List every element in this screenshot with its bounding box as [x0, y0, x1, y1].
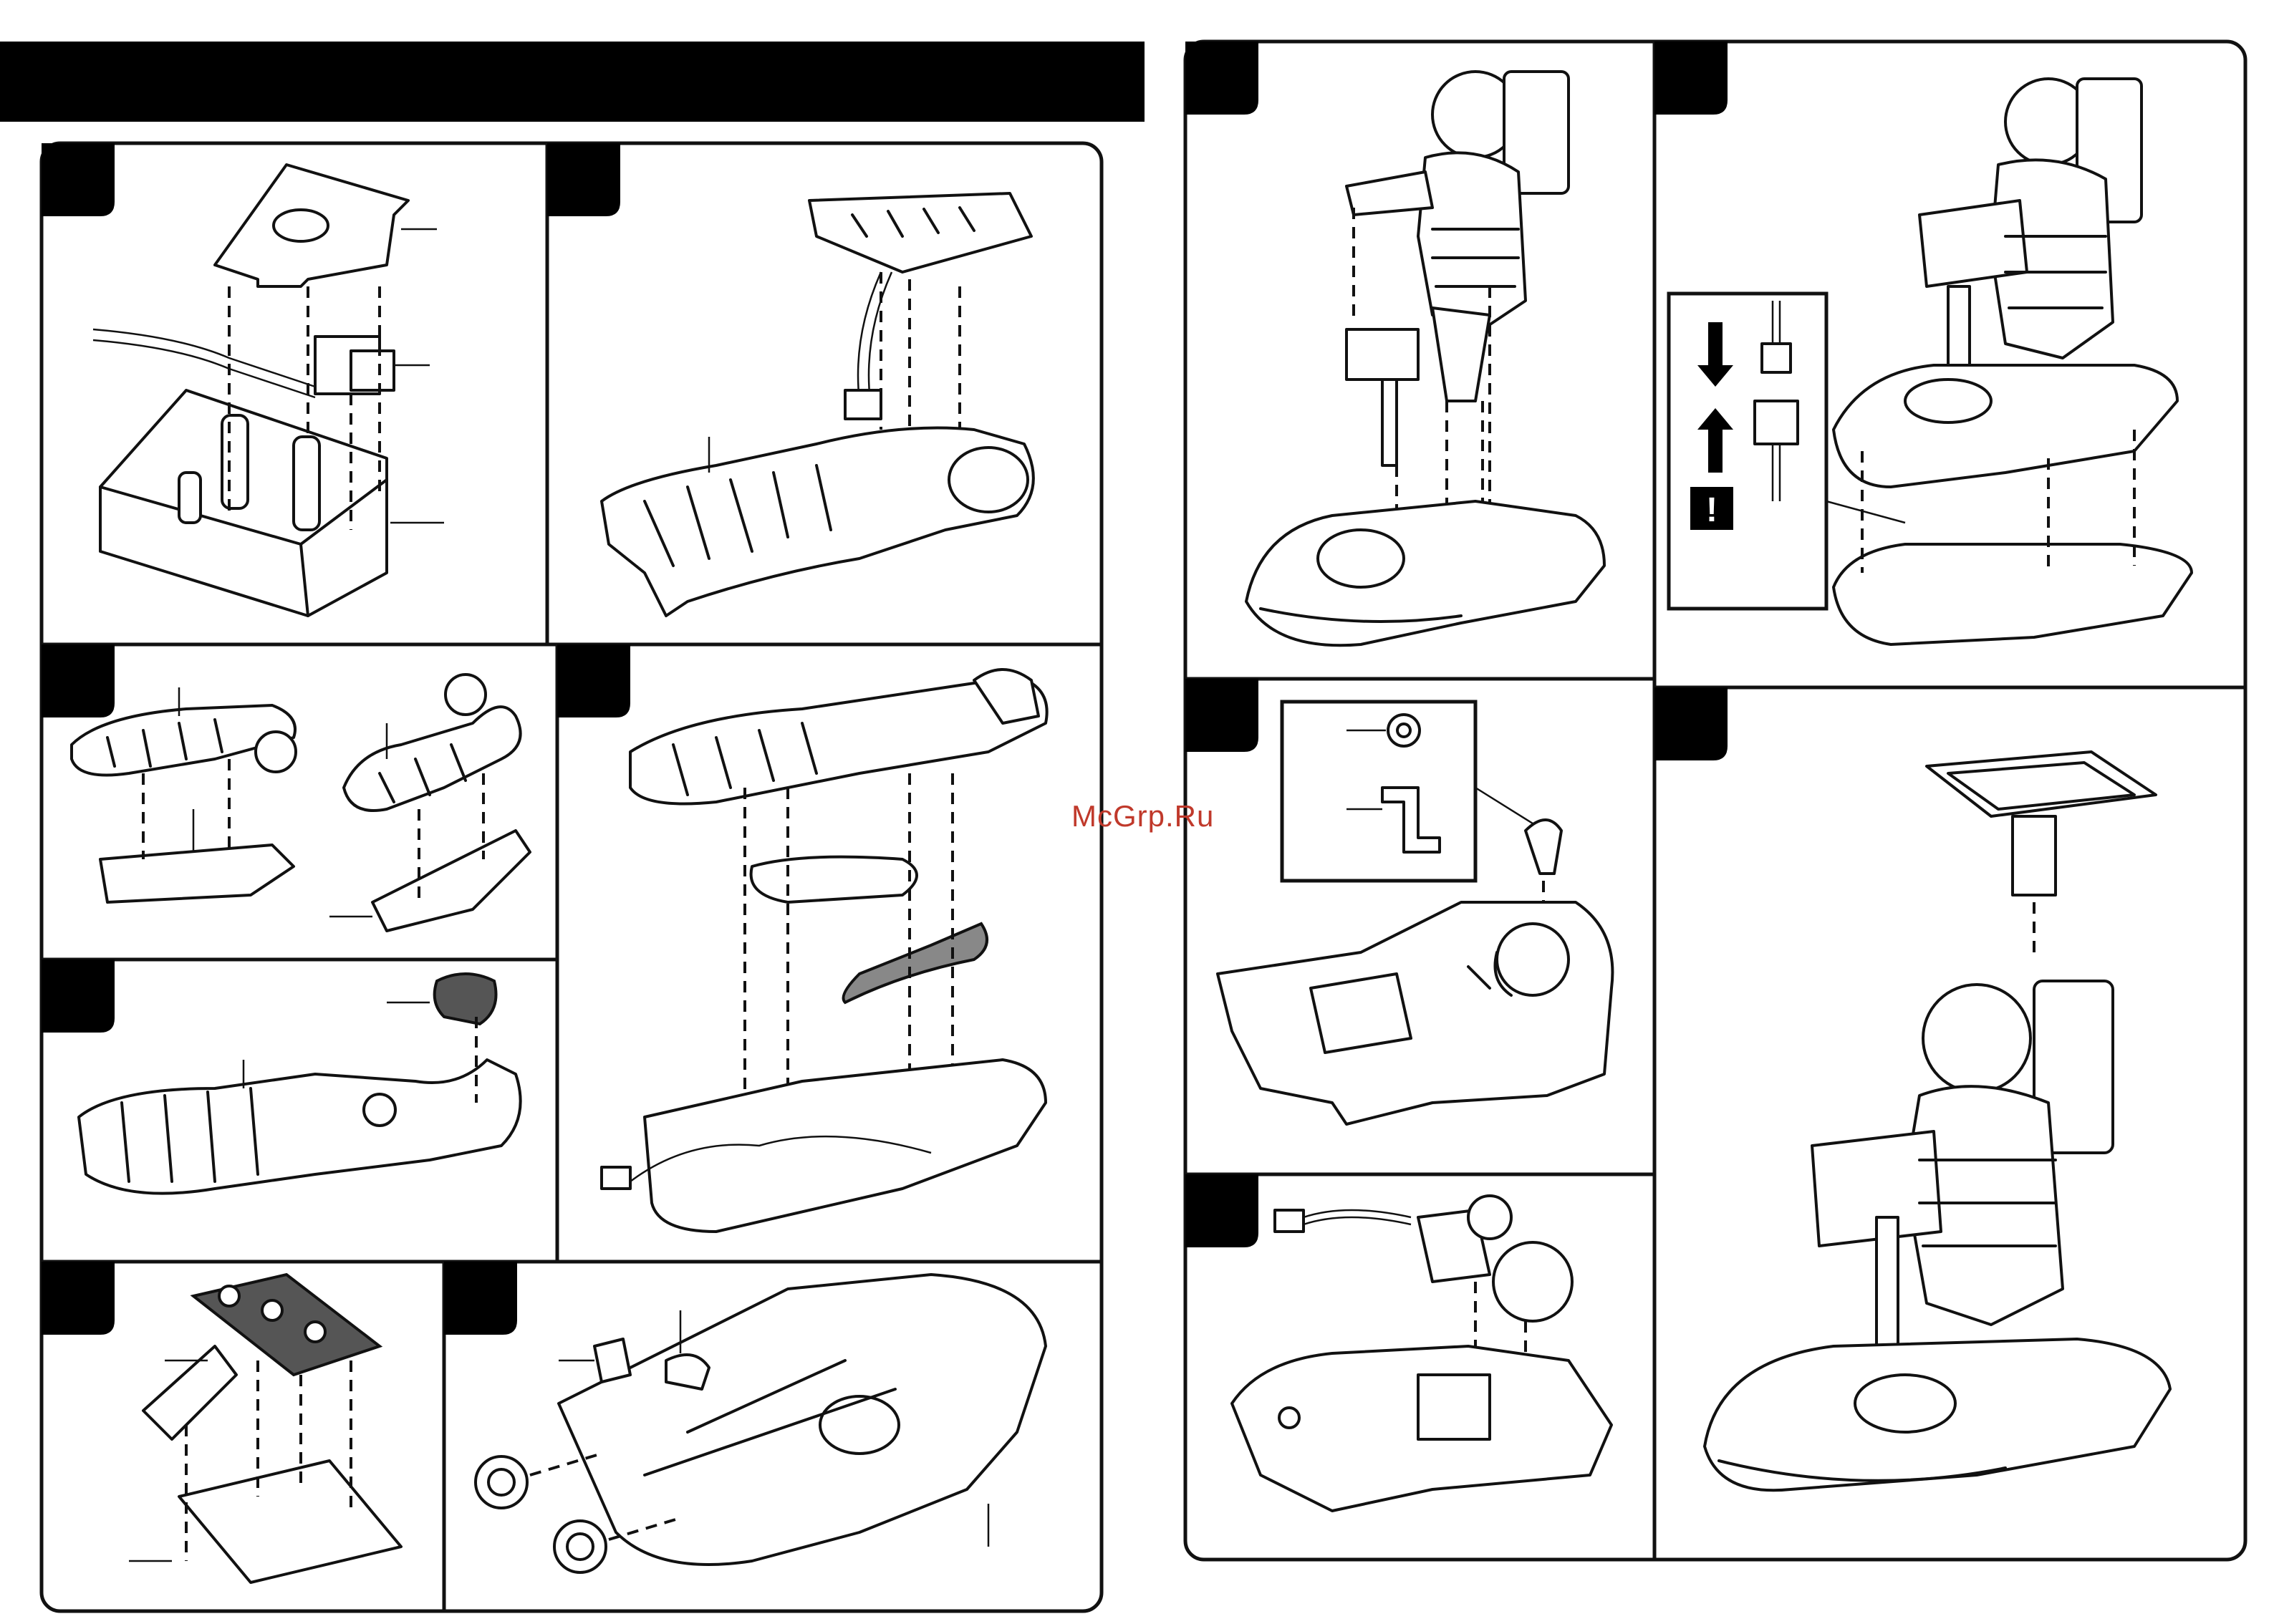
arrow-up-icon	[1697, 408, 1733, 473]
step-4-body-legs	[602, 670, 1047, 1232]
arrow-down-icon	[1697, 322, 1733, 387]
step-3-arms	[72, 675, 530, 931]
step-8-astronaut-base	[1246, 72, 1604, 645]
step-11-motor-wheel	[1232, 1196, 1611, 1511]
step-6-bracket	[129, 1275, 401, 1582]
connector-inset	[1669, 294, 1826, 609]
watermark-text: McGrp.Ru	[1071, 799, 1214, 833]
step-5-helmet	[79, 974, 521, 1194]
step-7-base-wheels	[476, 1275, 1046, 1572]
step-9-connector: !	[1669, 79, 2192, 644]
step-2-torso-speaker	[602, 193, 1034, 616]
gear-inset	[1282, 702, 1475, 881]
step-10-gear	[1218, 702, 1612, 1124]
header-bar	[0, 42, 1145, 122]
step-1-battery-box	[93, 165, 444, 616]
notice-symbol: !	[1706, 491, 1717, 529]
step-12-finished-model	[1705, 752, 2170, 1490]
